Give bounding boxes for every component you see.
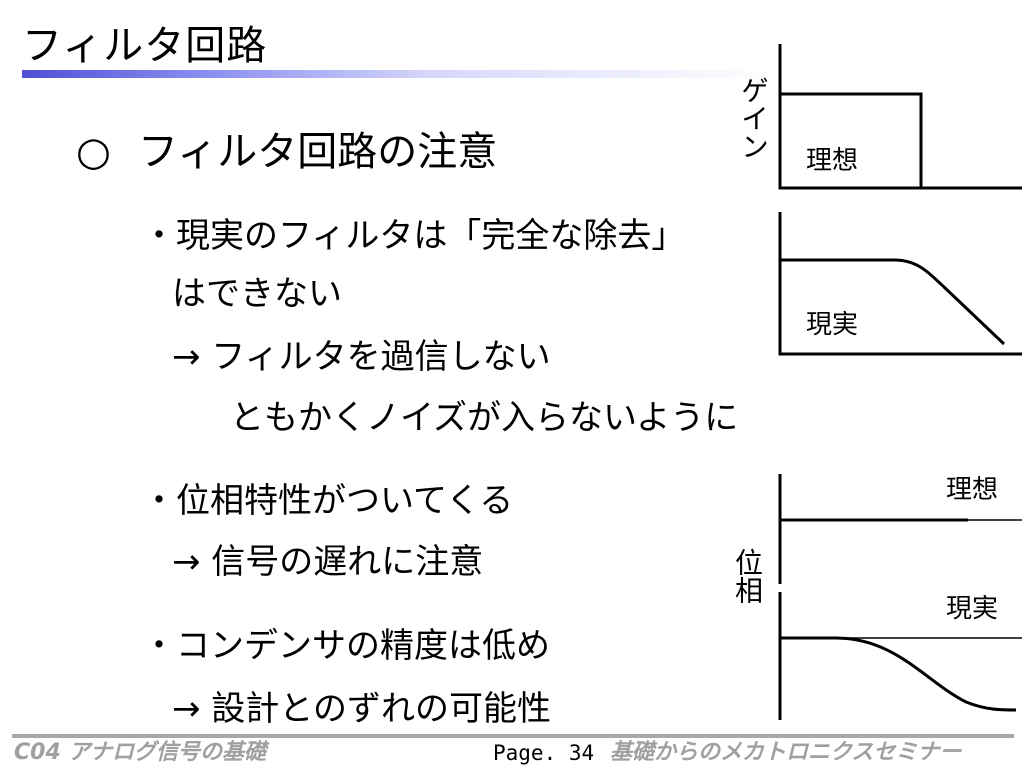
- gain-ideal-label: 理想: [806, 146, 859, 176]
- footer-course: C04 アナログ信号の基礎: [14, 740, 266, 765]
- gain-real-graph: [778, 212, 1022, 356]
- phase-ideal-graph: [778, 474, 1022, 584]
- point-3-line-1: → 設計とのずれの可能性: [172, 689, 551, 729]
- point-1-bullet: ・現実のフィルタは「完全な除去」: [142, 216, 686, 256]
- gain-ideal-curve: [780, 92, 923, 188]
- point-2-bullet: ・位相特性がついてくる: [142, 481, 514, 521]
- point-3-bullet: ・コンデンサの精度は低め: [142, 626, 550, 666]
- title-underline: [22, 70, 772, 78]
- phase-axis-label: 位相: [731, 548, 764, 604]
- phase-real-graph: [778, 592, 1022, 720]
- footer-seminar: 基礎からのメカトロニクスセミナー: [610, 740, 962, 765]
- footer-page-number: Page. 34: [493, 741, 595, 765]
- point-1-line-3: ともかくノイズが入らないように: [230, 398, 739, 438]
- phase-real-label: 現実: [946, 594, 999, 624]
- section-heading-text: フィルタ回路の注意: [138, 129, 498, 175]
- point-1-line-1: はできない: [172, 274, 342, 314]
- circle-marker: ○: [76, 129, 111, 175]
- point-2-line-1: → 信号の遅れに注意: [172, 542, 484, 582]
- gain-axis-label: ゲイン: [737, 76, 770, 160]
- slide-title: フィルタ回路: [22, 23, 268, 69]
- phase-real-curve: [780, 636, 1017, 712]
- footer-rule: [12, 734, 1014, 738]
- gain-ideal-graph: [778, 44, 1022, 190]
- gain-real-curve: [780, 258, 1006, 346]
- gain-ideal-axes: [778, 44, 1022, 190]
- phase-ideal-label: 理想: [946, 475, 999, 505]
- gain-real-label: 現実: [806, 310, 859, 340]
- point-1-line-2: → フィルタを過信しない: [172, 337, 551, 377]
- section-heading: ○ フィルタ回路の注意: [76, 126, 497, 178]
